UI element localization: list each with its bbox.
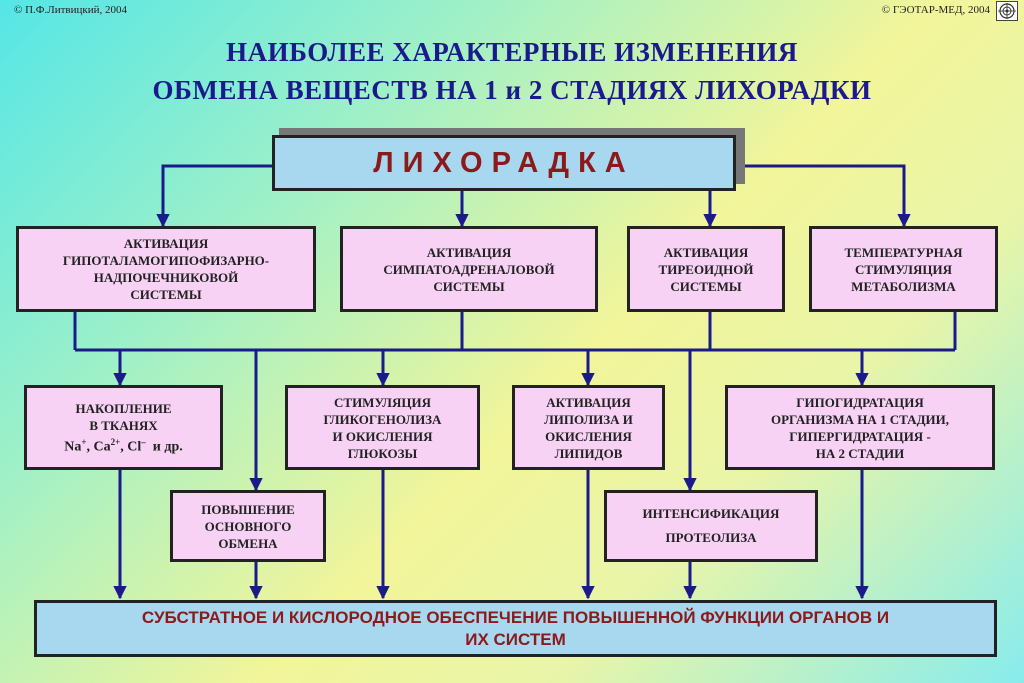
line: МЕТАБОЛИЗМА <box>851 278 956 294</box>
box-lipolysis: АКТИВАЦИЯ ЛИПОЛИЗА И ОКИСЛЕНИЯ ЛИПИДОВ <box>512 385 665 470</box>
line: АКТИВАЦИЯ <box>123 236 209 251</box>
title-line-2: ОБМЕНА ВЕЩЕСТВ НА 1 и 2 СТАДИЯХ ЛИХОРАДК… <box>152 75 872 105</box>
copyright-left: © П.Ф.Литвицкий, 2004 <box>14 4 127 16</box>
line: СУБСТРАТНОЕ И КИСЛОРОДНОЕ ОБЕСПЕЧЕНИЕ ПО… <box>141 607 890 627</box>
line: ОСНОВНОГО <box>204 518 292 534</box>
line: СИМПАТОАДРЕНАЛОВОЙ <box>383 261 555 277</box>
title-line-1: НАИБОЛЕЕ ХАРАКТЕРНЫЕ ИЗМЕНЕНИЯ <box>226 37 798 67</box>
connector-root-left <box>156 164 272 228</box>
line: ГЛЮКОЗЫ <box>347 445 418 461</box>
connector-root-right <box>736 164 911 228</box>
line: ПРОТЕОЛИЗА <box>665 530 757 545</box>
box-ion-accumulation: НАКОПЛЕНИЕ В ТКАНЯХ Na+, Ca2+, Cl– и др. <box>24 385 223 470</box>
box-hypothalamic-activation: АКТИВАЦИЯ ГИПОТАЛАМОГИПОФИЗАРНО- НАДПОЧЕ… <box>16 226 316 312</box>
line: ПОВЫШЕНИЕ <box>201 501 295 517</box>
line: И ОКИСЛЕНИЯ <box>332 428 433 444</box>
line: АКТИВАЦИЯ <box>546 394 631 410</box>
copyright-right: © ГЭОТАР-МЕД, 2004 <box>881 4 990 16</box>
box-thyroid-activation: АКТИВАЦИЯ ТИРЕОИДНОЙ СИСТЕМЫ <box>627 226 785 312</box>
line: НАДПОЧЕЧНИКОВОЙ <box>93 270 239 285</box>
line: СИСТЕМЫ <box>670 278 742 294</box>
line: СТИМУЛЯЦИЯ <box>855 261 952 277</box>
box-hydration: ГИПОГИДРАТАЦИЯ ОРГАНИЗМА НА 1 СТАДИИ, ГИ… <box>725 385 995 470</box>
line: ГИПЕРГИДРАТАЦИЯ - <box>789 428 931 444</box>
line: АКТИВАЦИЯ <box>663 244 749 260</box>
line: ГИПОГИДРАТАЦИЯ <box>796 394 924 410</box>
line: ТЕМПЕРАТУРНАЯ <box>844 244 963 260</box>
ions-line: Na+, Ca2+, Cl– и др. <box>64 436 183 455</box>
line: ТИРЕОИДНОЙ <box>658 261 754 277</box>
line: ОРГАНИЗМА НА 1 СТАДИИ, <box>770 411 949 427</box>
line: ОКИСЛЕНИЯ <box>545 428 632 444</box>
line: АКТИВАЦИЯ <box>426 244 512 260</box>
line: ЛИПОЛИЗА И <box>544 411 633 427</box>
box-basal-metabolism: ПОВЫШЕНИЕ ОСНОВНОГО ОБМЕНА <box>170 490 326 562</box>
line: СИСТЕМЫ <box>130 287 202 302</box>
box-temperature-stimulation: ТЕМПЕРАТУРНАЯ СТИМУЛЯЦИЯ МЕТАБОЛИЗМА <box>809 226 998 312</box>
line: ГИПОТАЛАМОГИПОФИЗАРНО- <box>62 253 270 268</box>
line: ОБМЕНА <box>218 535 278 551</box>
line: СИСТЕМЫ <box>433 278 505 294</box>
box-glycogenolysis: СТИМУЛЯЦИЯ ГЛИКОГЕНОЛИЗА И ОКИСЛЕНИЯ ГЛЮ… <box>285 385 480 470</box>
line: НАКОПЛЕНИЕ <box>75 400 172 416</box>
line: ИХ СИСТЕМ <box>465 629 566 649</box>
box-proteolysis: ИНТЕНСИФИКАЦИЯ ПРОТЕОЛИЗА <box>604 490 818 562</box>
line: СТИМУЛЯЦИЯ <box>334 394 431 410</box>
geotar-logo-icon <box>996 1 1018 21</box>
box-sympathoadrenal-activation: АКТИВАЦИЯ СИМПАТОАДРЕНАЛОВОЙ СИСТЕМЫ <box>340 226 598 312</box>
line: НА 2 СТАДИИ <box>815 445 905 461</box>
bottom-box-substrate-supply: СУБСТРАТНОЕ И КИСЛОРОДНОЕ ОБЕСПЕЧЕНИЕ ПО… <box>34 600 997 657</box>
root-box-fever: ЛИХОРАДКА <box>272 135 736 191</box>
line: ИНТЕНСИФИКАЦИЯ <box>642 506 780 521</box>
line: ЛИПИДОВ <box>554 445 623 461</box>
line: В ТКАНЯХ <box>89 417 158 433</box>
line: ГЛИКОГЕНОЛИЗА <box>323 411 442 427</box>
